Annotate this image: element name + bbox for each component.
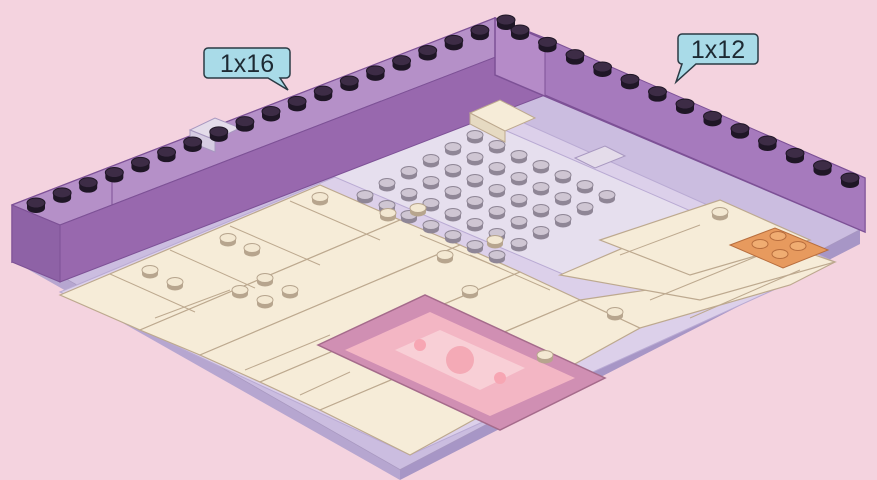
stud-icon bbox=[423, 221, 439, 234]
stud-icon bbox=[314, 86, 332, 101]
stud-icon bbox=[379, 179, 395, 192]
stud-icon bbox=[167, 278, 183, 291]
stud-icon bbox=[257, 274, 273, 287]
stud-icon bbox=[184, 137, 202, 152]
stud-icon bbox=[210, 127, 228, 142]
stud-icon bbox=[607, 308, 623, 321]
callout-1x12-label: 1x12 bbox=[691, 36, 745, 64]
stud-icon bbox=[533, 205, 549, 218]
stud-icon bbox=[393, 56, 411, 71]
callout-1x16: 1x16 bbox=[204, 48, 290, 90]
stud-icon bbox=[220, 234, 236, 247]
stud-icon bbox=[142, 266, 158, 279]
stud-icon bbox=[555, 171, 571, 184]
stud-icon bbox=[236, 117, 254, 132]
stud-icon bbox=[257, 296, 273, 309]
stud-icon bbox=[489, 141, 505, 154]
stud-icon bbox=[511, 151, 527, 164]
stud-icon bbox=[419, 46, 437, 61]
stud-icon bbox=[537, 351, 553, 364]
stud-icon bbox=[594, 62, 612, 77]
stud-icon bbox=[467, 197, 483, 210]
stud-icon bbox=[555, 215, 571, 228]
stud-icon bbox=[445, 35, 463, 50]
stud-icon bbox=[489, 163, 505, 176]
stud-icon bbox=[841, 173, 859, 188]
stud-icon bbox=[445, 209, 461, 222]
stud-icon bbox=[232, 286, 248, 299]
stud-icon bbox=[511, 25, 529, 40]
stud-icon bbox=[731, 124, 749, 139]
stud-icon bbox=[471, 25, 489, 40]
stud-icon bbox=[577, 203, 593, 216]
stud-icon bbox=[704, 111, 722, 126]
stud-icon bbox=[445, 231, 461, 244]
stud-icon bbox=[533, 183, 549, 196]
stud-icon bbox=[401, 189, 417, 202]
stud-icon bbox=[312, 193, 328, 206]
stud-icon bbox=[445, 187, 461, 200]
stud-icon bbox=[423, 177, 439, 190]
stud-icon bbox=[511, 195, 527, 208]
stud-icon bbox=[712, 208, 728, 221]
callout-1x16-label: 1x16 bbox=[220, 50, 274, 78]
stud-icon bbox=[437, 251, 453, 264]
stud-icon bbox=[566, 50, 584, 65]
stud-icon bbox=[599, 191, 615, 204]
stud-icon bbox=[555, 193, 571, 206]
stud-icon bbox=[462, 286, 478, 299]
stud-icon bbox=[105, 168, 123, 183]
stud-icon bbox=[410, 204, 426, 217]
stud-icon bbox=[158, 147, 176, 162]
stud-icon bbox=[282, 286, 298, 299]
stud-icon bbox=[467, 175, 483, 188]
stud-icon bbox=[511, 173, 527, 186]
stud-icon bbox=[814, 161, 832, 176]
stud-icon bbox=[533, 227, 549, 240]
stud-icon bbox=[340, 76, 358, 91]
stud-icon bbox=[467, 131, 483, 144]
stud-icon bbox=[649, 87, 667, 102]
stud-icon bbox=[244, 244, 260, 257]
stud-icon bbox=[676, 99, 694, 114]
stud-icon bbox=[489, 251, 505, 264]
stud-icon bbox=[380, 209, 396, 222]
stud-icon bbox=[445, 143, 461, 156]
stud-icon bbox=[79, 178, 97, 193]
stud-icon bbox=[357, 191, 373, 204]
stud-icon bbox=[577, 181, 593, 194]
stud-icon bbox=[786, 148, 804, 163]
callout-1x12: 1x12 bbox=[676, 34, 758, 82]
stud-icon bbox=[401, 167, 417, 180]
stud-icon bbox=[489, 185, 505, 198]
stud-icon bbox=[423, 155, 439, 168]
stud-icon bbox=[533, 161, 549, 174]
stud-icon bbox=[621, 74, 639, 89]
stud-icon bbox=[487, 236, 503, 249]
stud-icon bbox=[467, 153, 483, 166]
stud-icon bbox=[489, 207, 505, 220]
stud-icon bbox=[262, 107, 280, 122]
stud-icon bbox=[366, 66, 384, 81]
stud-icon bbox=[27, 198, 45, 213]
stud-icon bbox=[53, 188, 71, 203]
stud-icon bbox=[467, 241, 483, 254]
stud-icon bbox=[131, 157, 149, 172]
stud-icon bbox=[288, 96, 306, 111]
stud-icon bbox=[511, 239, 527, 252]
stud-icon bbox=[467, 219, 483, 232]
stud-icon bbox=[759, 136, 777, 151]
stud-icon bbox=[511, 217, 527, 230]
stud-icon bbox=[539, 37, 557, 52]
stud-icon bbox=[445, 165, 461, 178]
